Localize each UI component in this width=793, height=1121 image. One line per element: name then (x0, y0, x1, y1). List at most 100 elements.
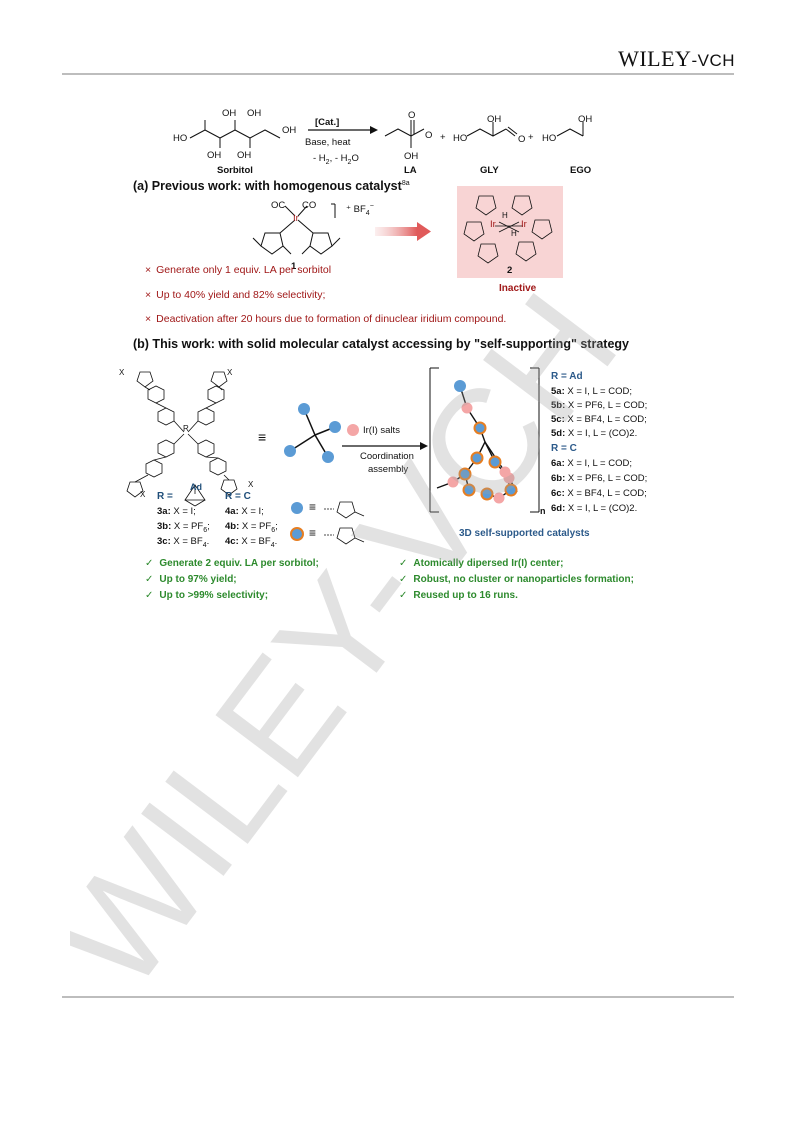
ligand-3b-id: 3b: (157, 521, 172, 532)
catalyst-5c-id: 5c: (551, 414, 565, 425)
product-gly: GLY (480, 165, 499, 176)
ligand-4a-id: 4a: (225, 506, 239, 517)
section-a-title-text: (a) Previous work: with homogenous catal… (133, 179, 402, 194)
bullet-x-icon-1: × (145, 264, 152, 276)
coordination-label-2: assembly (368, 464, 409, 475)
check-icon-r3: ✓ (399, 590, 408, 601)
equiv-sign-2: ≡ (309, 500, 317, 514)
ligand-x-1: X (119, 368, 125, 377)
bullet-a-1-text: Generate only 1 equiv. LA per sorbitol (156, 264, 332, 276)
tetrahedral-node-icon (284, 403, 341, 463)
check-right-1-text: Atomically dipersed Ir(I) center; (413, 558, 564, 569)
ligand-4b-text: X = PF (241, 521, 272, 532)
bullet-a-2: ×Up to 40% yield and 82% selectivity; (145, 290, 325, 301)
catalyst-6b-text: X = PF6, L = COD; (567, 473, 648, 484)
complex1-co: CO (302, 200, 317, 211)
plus-2: + (528, 132, 534, 143)
catalyst-5a: 5a: X = I, L = COD; (551, 387, 632, 397)
conditions-base-heat: Base, heat (305, 137, 351, 148)
check-icon-r1: ✓ (399, 558, 408, 569)
deactivation-arrow (375, 222, 431, 241)
ligand-3c-id: 3c: (157, 536, 171, 547)
ligand-3a-text: X = I; (173, 506, 196, 517)
catalyst-label: [Cat.] (315, 117, 340, 128)
catalyst-6d-id: 6d: (551, 503, 566, 514)
catalyst-5d-id: 5d: (551, 428, 566, 439)
catalyst-5a-id: 5a: (551, 386, 565, 397)
check-left-2-text: Up to 97% yield; (159, 574, 237, 585)
check-left-2: ✓Up to 97% yield; (145, 575, 237, 585)
ligand-3b: 3b: X = PF6; (157, 521, 210, 534)
catalyst-6c-id: 6c: (551, 488, 565, 499)
gly-ho-label: HO (453, 133, 468, 144)
complex2-ir-2: Ir (521, 219, 527, 230)
la-oh-label: OH (404, 151, 419, 162)
ligand-3b-text: X = PF (173, 521, 204, 532)
check-right-3-text: Reused up to 16 runs. (413, 590, 518, 601)
ligand-x-2: X (227, 368, 233, 377)
ad-label: Ad (190, 482, 202, 492)
sorbitol-oh-4: OH (237, 150, 252, 161)
complex1-ir: Ir (293, 213, 299, 224)
check-right-2-text: Robust, no cluster or nanoparticles form… (413, 574, 634, 585)
complex-2-structure (463, 195, 553, 264)
left-r-c-label: R = C (225, 491, 251, 502)
bullet-x-icon-3: × (145, 313, 152, 325)
cond-minus-h: - H (313, 153, 326, 164)
ligand-3a: 3a: X = I; (157, 507, 196, 517)
ligand-3c-text: X = BF (173, 536, 203, 547)
catalyst-6c-text: X = BF4, L = COD; (567, 488, 647, 499)
ego-ho-label: HO (542, 133, 557, 144)
ligand-4b-id: 4b: (225, 521, 240, 532)
catalyst-5b-text: X = PF6, L = COD; (567, 400, 648, 411)
ligand-3c: 3c: X = BF4. (157, 536, 210, 549)
ligand-x-4: X (248, 480, 254, 489)
ball-legend-icons (290, 502, 304, 541)
framework-n-label: n (540, 506, 546, 516)
check-right-2: ✓ Robust, no cluster or nanoparticles for… (399, 575, 634, 585)
complex1-oc: OC (271, 200, 286, 211)
bullet-a-3: ×Deactivation after 20 hours due to form… (145, 314, 506, 325)
ligand-structure (126, 371, 238, 498)
la-ominus-label: O (425, 130, 433, 141)
sorbitol-oh-5: OH (282, 125, 297, 136)
inactive-label: Inactive (499, 283, 537, 294)
check-right-1: ✓ Atomically dipersed Ir(I) center; (399, 559, 563, 569)
catalyst-5c-text: X = BF4, L = COD; (567, 414, 647, 425)
catalyst-5b: 5b: X = PF6, L = COD; (551, 401, 647, 411)
catalyst-6c: 6c: X = BF4, L = COD; (551, 489, 647, 499)
section-a-ref: 8a (401, 180, 410, 187)
gly-o-label: O (518, 134, 526, 145)
catalyst-5a-text: X = I, L = COD; (567, 386, 632, 397)
catalyst-5c: 5c: X = BF4, L = COD; (551, 415, 647, 425)
sorbitol-oh-3: OH (207, 150, 222, 161)
cond-o: O (351, 153, 359, 164)
sorbitol-oh-1: OH (222, 108, 237, 119)
assembly-arrow (342, 442, 428, 450)
section-b-title: (b) This work: with solid molecular cata… (133, 337, 629, 351)
product-ego: EGO (570, 165, 592, 176)
ligand-r-label: R (183, 424, 189, 433)
top-scheme-structures (189, 120, 584, 148)
complex2-h-2: H (511, 229, 517, 238)
ligand-4c-id: 4c: (225, 536, 239, 547)
bullet-a-2-text: Up to 40% yield and 82% selectivity; (156, 289, 326, 301)
ligand-4c-text: X = BF (241, 536, 271, 547)
check-icon-l3: ✓ (145, 590, 154, 601)
catalyst-6b: 6b: X = PF6, L = COD; (551, 474, 647, 484)
cond-minus-h2o: , - H (329, 153, 348, 164)
catalyst-5d-text: X = I, L = (CO)2. (567, 428, 638, 439)
logo-wiley: WILEY (618, 46, 692, 71)
cond-sub-2b: 2 (347, 158, 352, 166)
check-left-1: ✓Generate 2 equiv. LA per sorbitol; (145, 559, 319, 569)
complex-2-label: 2 (507, 265, 513, 276)
check-icon-r2: ✓ (399, 574, 408, 585)
nhc-legend-structures (324, 501, 365, 545)
catalyst-6a-text: X = I, L = COD; (567, 458, 632, 469)
check-icon-l1: ✓ (145, 558, 154, 569)
catalyst-5d: 5d: X = I, L = (CO)2. (551, 429, 637, 439)
check-left-3-text: Up to >99% selectivity; (159, 590, 269, 601)
catalyst-5b-id: 5b: (551, 400, 566, 411)
coordination-label-1: Coordination (360, 451, 414, 462)
la-o-label: O (408, 110, 416, 121)
